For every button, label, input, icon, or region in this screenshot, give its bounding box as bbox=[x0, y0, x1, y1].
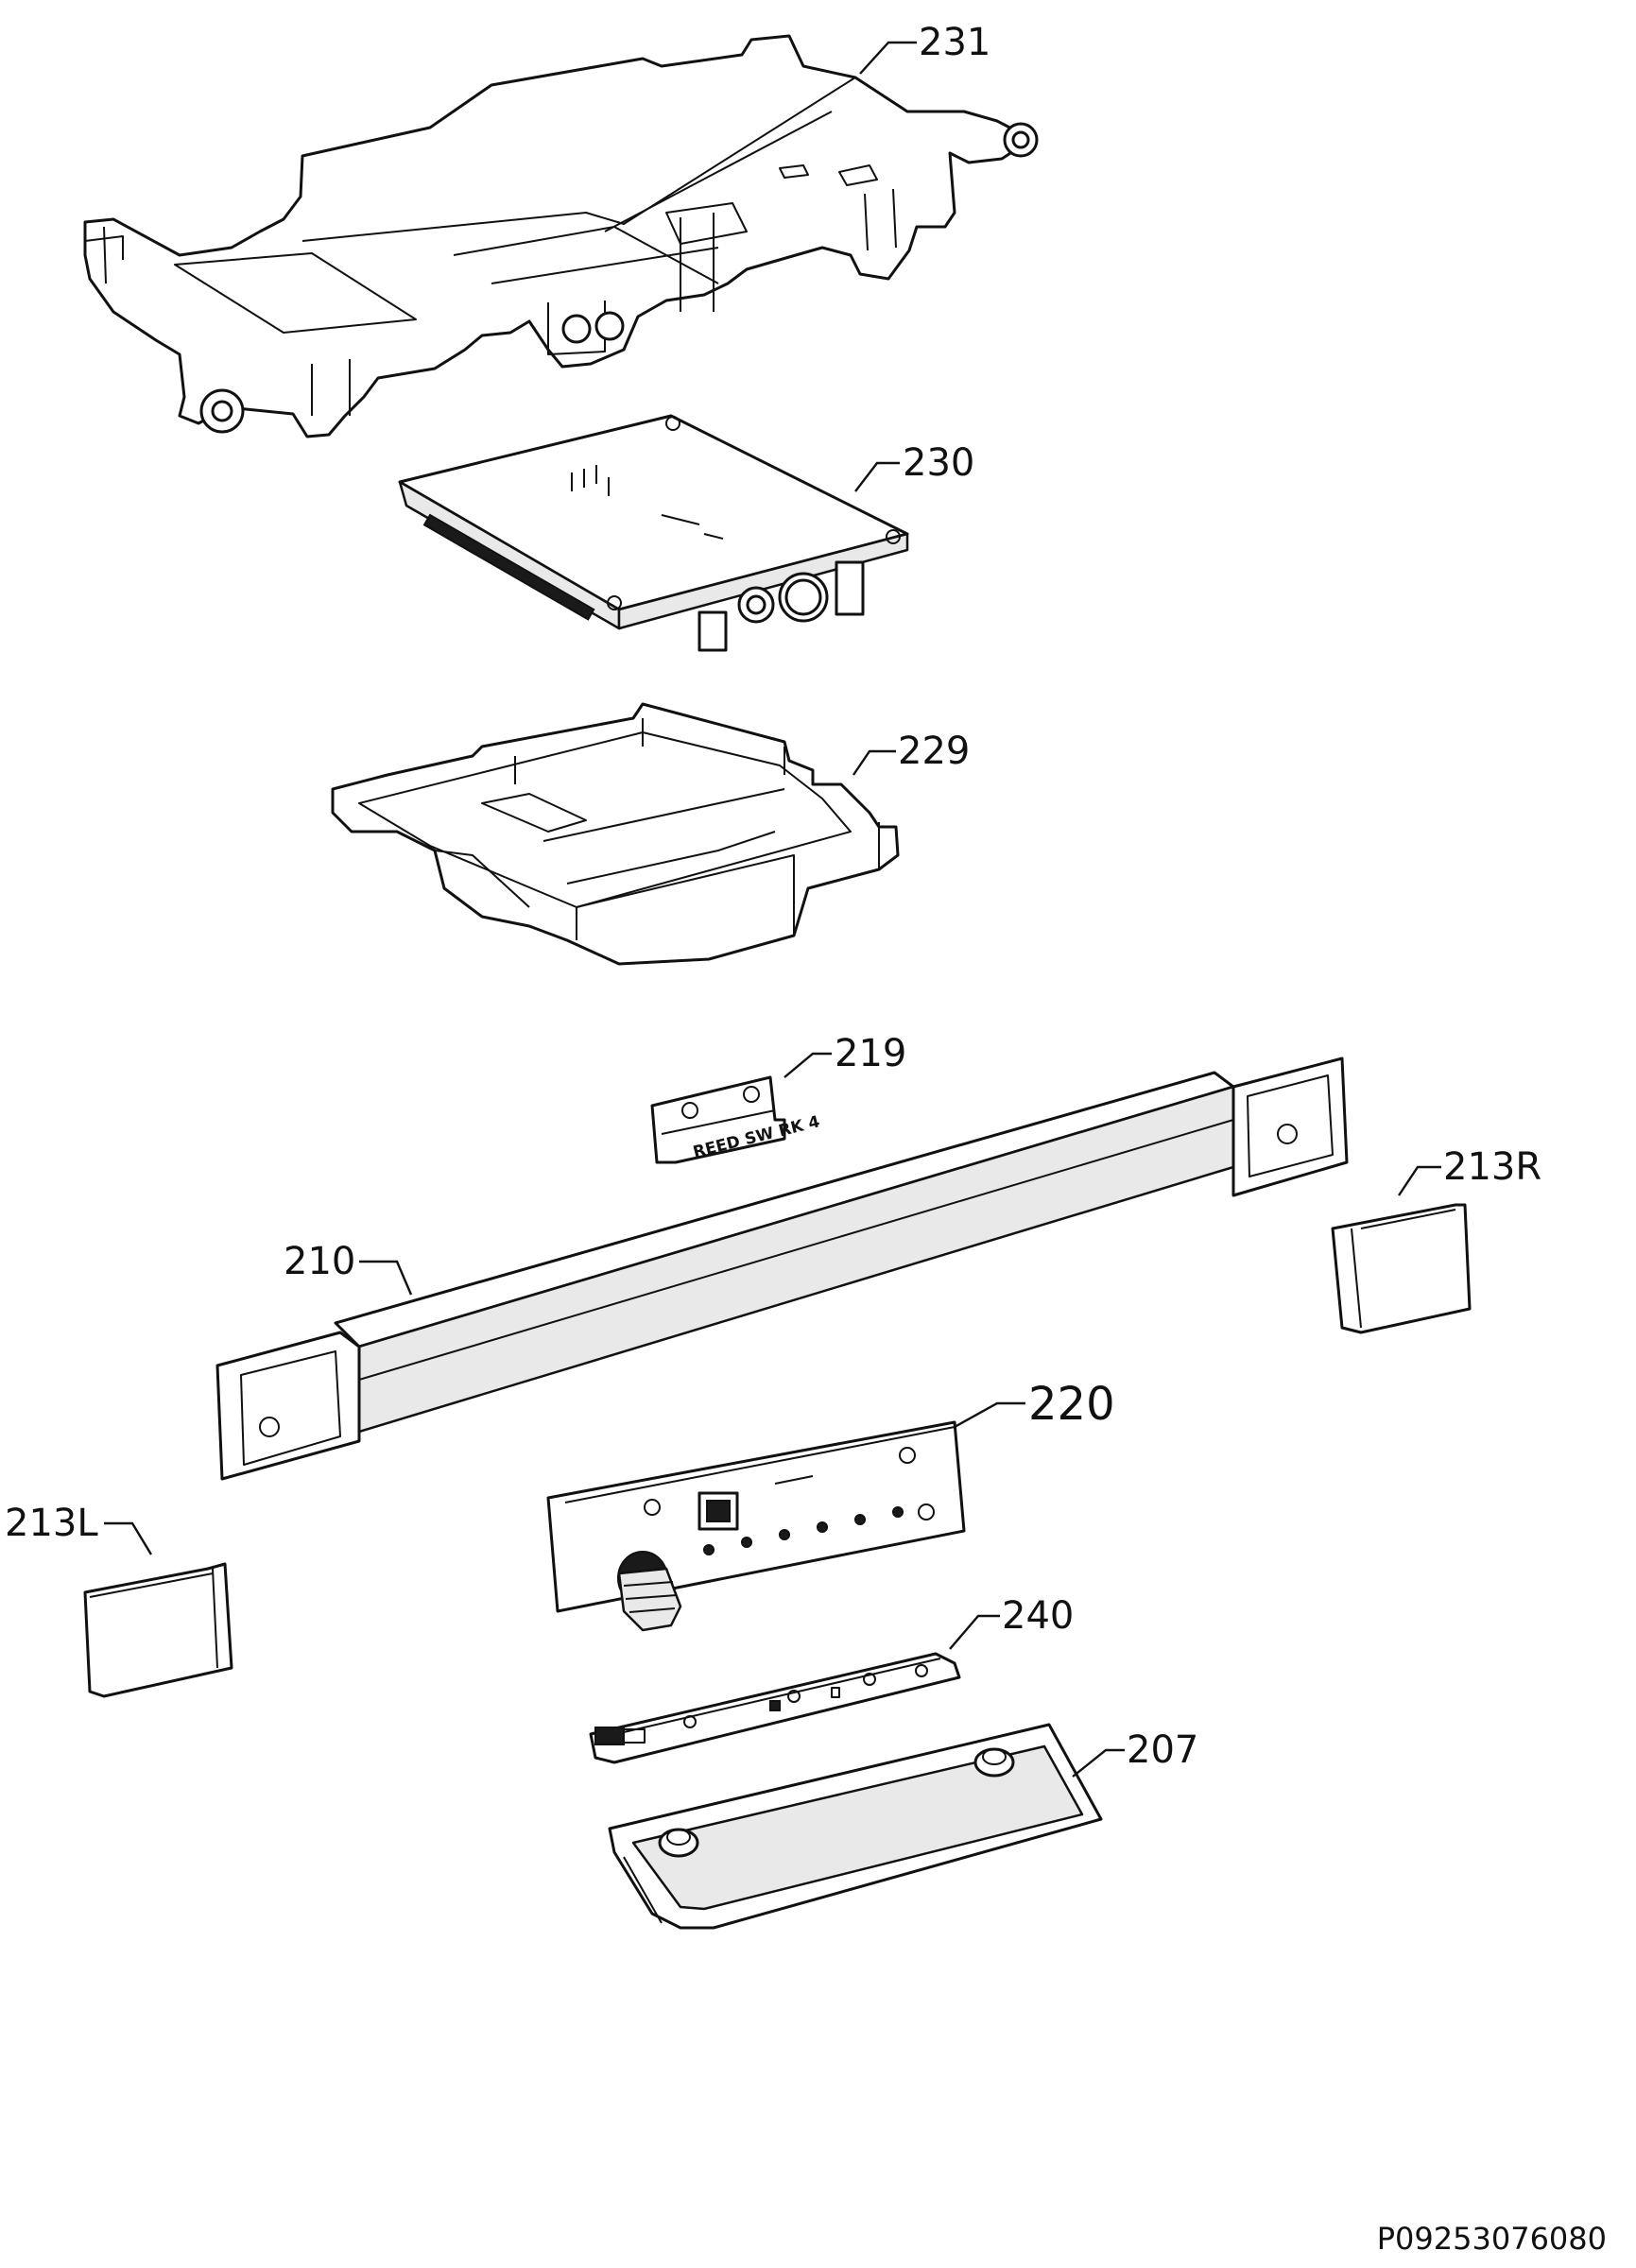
part-230-control-board[interactable] bbox=[398, 414, 909, 652]
part-213r-right-end-cap[interactable] bbox=[1331, 1203, 1472, 1334]
document-id: P09253076080 bbox=[1377, 2221, 1607, 2257]
part-220-display-board[interactable] bbox=[546, 1420, 966, 1632]
callout-213r: 213R bbox=[1443, 1145, 1541, 1189]
leader-lines bbox=[104, 41, 1441, 1778]
callout-213l: 213L bbox=[5, 1502, 98, 1545]
callout-207: 207 bbox=[1127, 1728, 1198, 1772]
callout-220: 220 bbox=[1028, 1378, 1115, 1431]
part-240-sensor-board[interactable] bbox=[589, 1652, 961, 1764]
part-219-reed-switch[interactable]: REED SW RK 4 bbox=[650, 1075, 822, 1164]
callout-230: 230 bbox=[903, 441, 974, 485]
part-207-bottom-cover[interactable] bbox=[608, 1723, 1103, 1930]
part-231-housing[interactable] bbox=[83, 34, 1039, 438]
callout-labels: 231 230 229 219 213R 210 220 213L 240 20… bbox=[5, 21, 1541, 1772]
part-213l-left-end-cap[interactable] bbox=[83, 1562, 233, 1698]
callout-219: 219 bbox=[835, 1032, 906, 1075]
callout-229: 229 bbox=[898, 730, 970, 773]
callout-231: 231 bbox=[919, 21, 990, 64]
part-229-board-tray[interactable] bbox=[331, 702, 900, 966]
callout-210: 210 bbox=[284, 1240, 355, 1283]
callout-240: 240 bbox=[1002, 1594, 1074, 1638]
part-210-front-strip[interactable] bbox=[215, 1057, 1349, 1481]
